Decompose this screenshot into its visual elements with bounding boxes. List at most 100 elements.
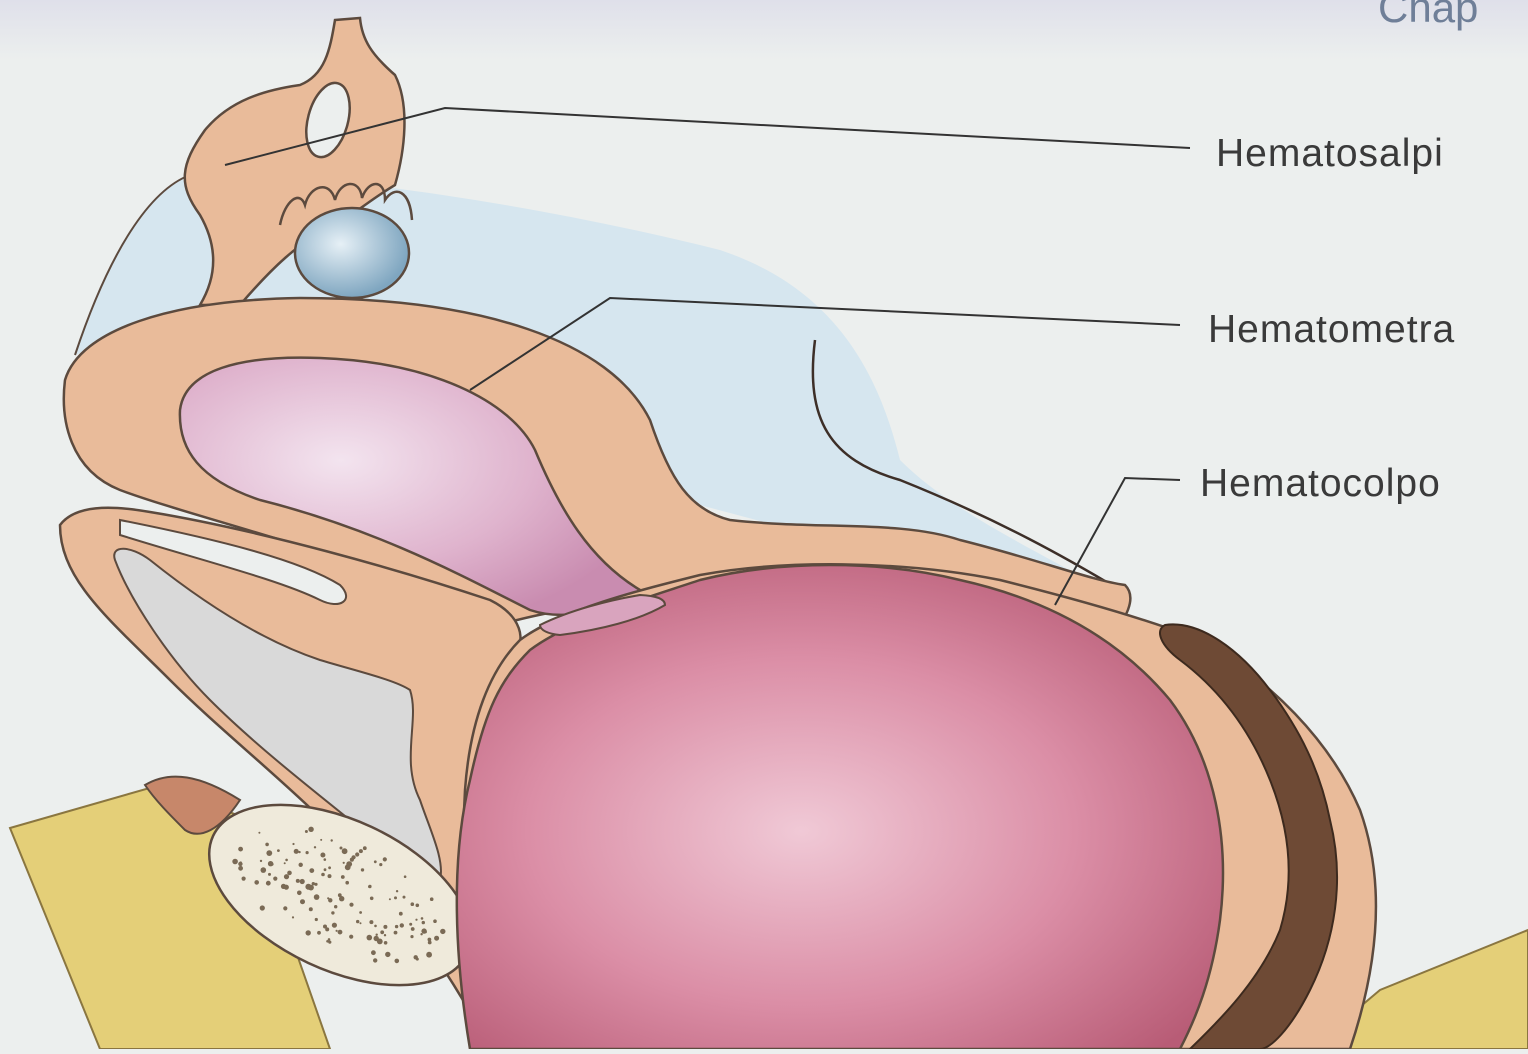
bone-speckle bbox=[416, 904, 420, 908]
bone-speckle bbox=[363, 846, 367, 850]
bone-speckle bbox=[359, 911, 362, 914]
bone-speckle bbox=[308, 885, 314, 891]
bone-speckle bbox=[424, 931, 427, 934]
bone-speckle bbox=[433, 919, 437, 923]
bone-speckle bbox=[434, 936, 439, 941]
bone-speckle bbox=[336, 930, 338, 932]
bone-speckle bbox=[261, 867, 267, 873]
label-hematocolpos: Hematocolpo bbox=[1200, 462, 1441, 506]
bone-speckle bbox=[411, 927, 415, 931]
bone-speckle bbox=[410, 935, 413, 938]
bone-speckle bbox=[394, 931, 398, 935]
bone-speckle bbox=[421, 917, 424, 920]
bone-speckle bbox=[430, 897, 434, 901]
bone-speckle bbox=[356, 920, 359, 923]
bone-speckle bbox=[306, 851, 309, 854]
bone-speckle bbox=[422, 921, 425, 924]
bone-speckle bbox=[385, 952, 390, 957]
bone-speckle bbox=[317, 931, 321, 935]
bone-speckle bbox=[238, 866, 243, 871]
bone-speckle bbox=[320, 839, 322, 841]
bone-speckle bbox=[305, 830, 308, 833]
bone-speckle bbox=[297, 891, 302, 896]
bone-speckle bbox=[373, 958, 377, 962]
bone-speckle bbox=[349, 935, 353, 939]
bone-speckle bbox=[396, 890, 398, 892]
bone-speckle bbox=[352, 855, 356, 859]
bone-speckle bbox=[309, 907, 313, 911]
bone-speckle bbox=[426, 952, 432, 958]
bone-speckle bbox=[284, 862, 286, 864]
bone-speckle bbox=[332, 923, 337, 928]
bone-speckle bbox=[315, 918, 318, 921]
bone-speckle bbox=[300, 879, 305, 884]
bone-speckle bbox=[320, 853, 325, 858]
bone-speckle bbox=[400, 923, 404, 927]
bone-speckle bbox=[349, 903, 353, 907]
bone-speckle bbox=[355, 852, 359, 856]
bone-speckle bbox=[266, 881, 271, 886]
bone-speckle bbox=[359, 849, 363, 853]
bone-speckle bbox=[343, 862, 345, 864]
bone-speckle bbox=[399, 912, 403, 916]
bone-speckle bbox=[258, 832, 260, 834]
bone-speckle bbox=[294, 849, 299, 854]
bone-speckle bbox=[268, 873, 271, 876]
bone-speckle bbox=[374, 936, 379, 941]
bone-speckle bbox=[345, 881, 349, 885]
bone-speckle bbox=[238, 847, 243, 852]
ovary bbox=[295, 208, 409, 298]
bone-speckle bbox=[328, 866, 331, 869]
bone-speckle bbox=[292, 916, 294, 918]
bone-speckle bbox=[273, 877, 277, 881]
bone-speckle bbox=[296, 879, 300, 883]
chapter-header-fragment: Chap bbox=[1378, 0, 1478, 32]
bone-speckle bbox=[324, 858, 327, 861]
bone-speckle bbox=[428, 941, 432, 945]
bone-speckle bbox=[300, 899, 305, 904]
bone-speckle bbox=[404, 875, 407, 878]
bone-speckle bbox=[411, 902, 415, 906]
bone-speckle bbox=[306, 930, 311, 935]
bone-speckle bbox=[389, 898, 391, 900]
bone-speckle bbox=[308, 827, 313, 832]
bone-speckle bbox=[403, 896, 406, 899]
bone-speckle bbox=[285, 859, 288, 862]
label-hematometra: Hematometra bbox=[1208, 308, 1455, 352]
bone-speckle bbox=[369, 920, 373, 924]
bone-speckle bbox=[268, 861, 272, 865]
bone-speckle bbox=[265, 843, 269, 847]
bone-speckle bbox=[374, 860, 377, 863]
bone-speckle bbox=[240, 861, 242, 863]
bone-speckle bbox=[416, 958, 419, 961]
bone-speckle bbox=[340, 847, 343, 850]
bone-speckle bbox=[342, 848, 348, 854]
bone-speckle bbox=[361, 868, 364, 871]
bone-speckle bbox=[331, 839, 333, 841]
bone-speckle bbox=[380, 930, 384, 934]
bone-speckle bbox=[384, 941, 388, 945]
bone-speckle bbox=[254, 880, 259, 885]
bone-speckle bbox=[327, 897, 329, 899]
bone-speckle bbox=[384, 934, 386, 936]
bone-speckle bbox=[292, 843, 294, 845]
bone-speckle bbox=[394, 896, 397, 899]
bone-speckle bbox=[395, 959, 400, 964]
bone-speckle bbox=[260, 860, 262, 862]
bone-speckle bbox=[281, 884, 286, 889]
bone-speckle bbox=[260, 905, 265, 910]
bone-speckle bbox=[232, 859, 238, 865]
bone-speckle bbox=[314, 846, 316, 848]
bone-speckle bbox=[266, 850, 272, 856]
bone-speckle bbox=[309, 868, 314, 873]
bone-speckle bbox=[242, 877, 246, 881]
bone-speckle bbox=[420, 933, 422, 935]
bone-speckle bbox=[299, 863, 303, 867]
bone-speckle bbox=[374, 925, 377, 928]
bone-speckle bbox=[324, 868, 327, 871]
bone-speckle bbox=[323, 925, 327, 929]
bone-speckle bbox=[367, 935, 373, 941]
bone-speckle bbox=[383, 925, 387, 929]
bone-speckle bbox=[283, 906, 287, 910]
